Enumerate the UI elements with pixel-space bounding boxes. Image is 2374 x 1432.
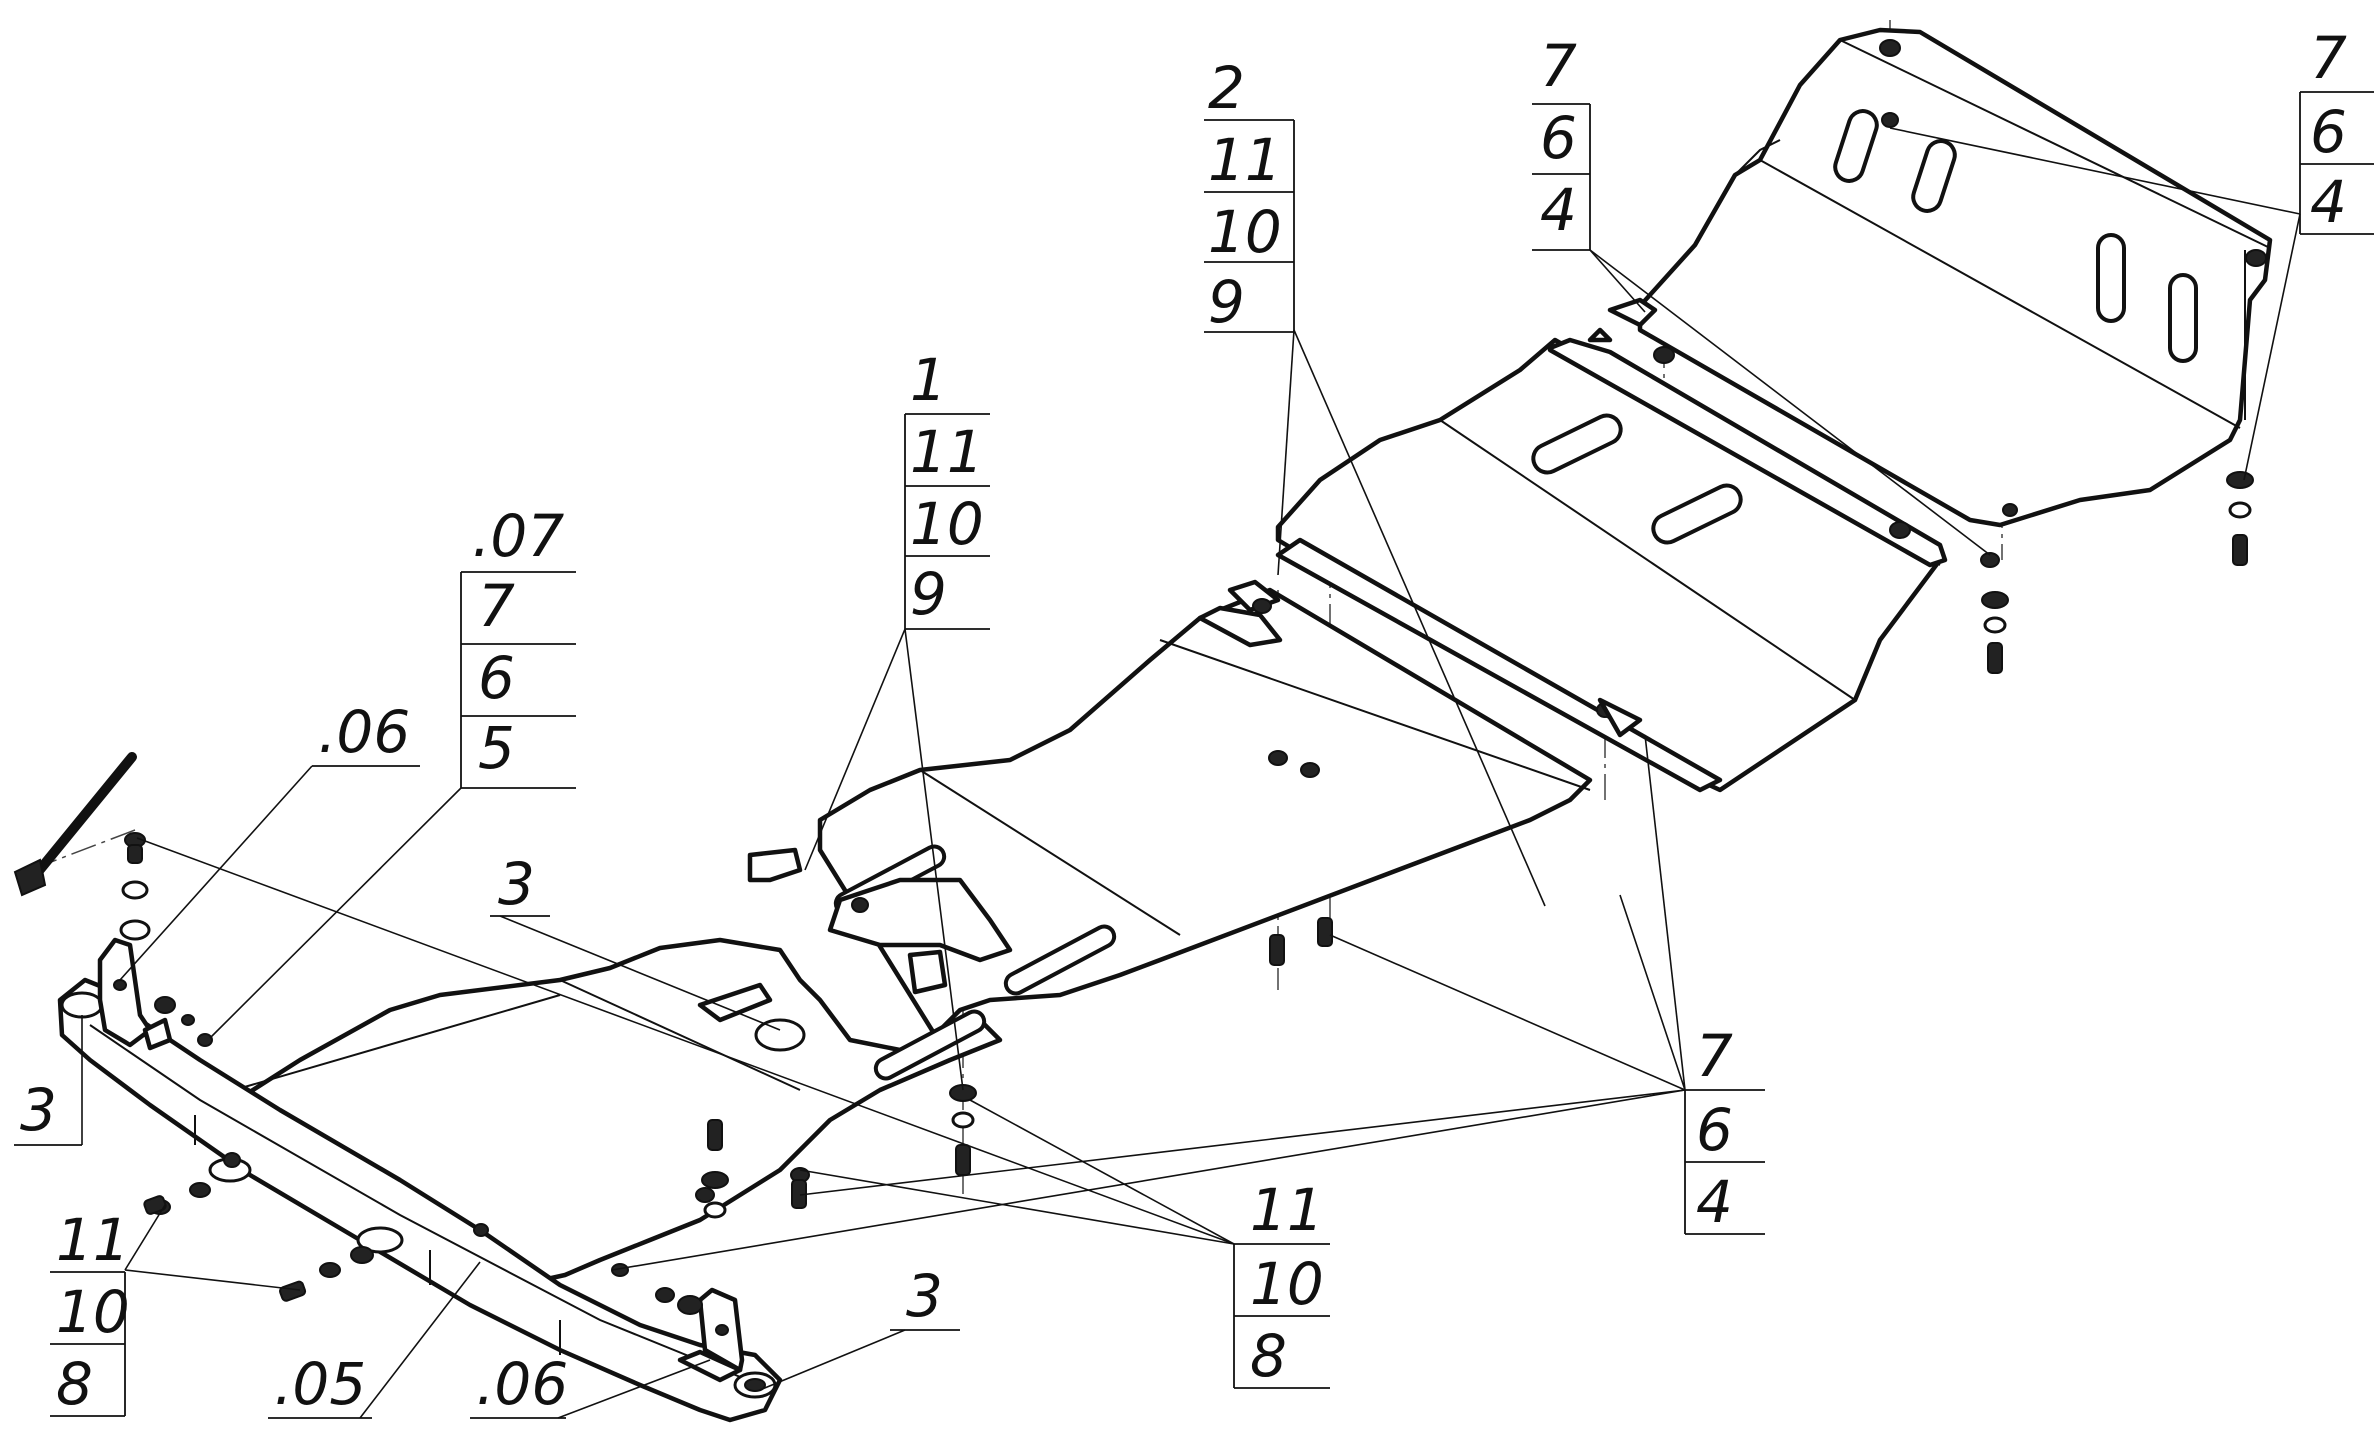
callout-text: 6 <box>1696 1096 1733 1164</box>
callout-text: 2 <box>1208 54 1245 122</box>
callout-07-7-6-5: .07 7 6 5 <box>460 502 576 789</box>
callout-05: .05 <box>268 1350 372 1419</box>
rear-skid-plate <box>1637 27 2273 566</box>
callout-text: 8 <box>1250 1322 1287 1390</box>
callout-11-10-8-left: 11 10 8 <box>50 1206 130 1418</box>
callout-text: 4 <box>2310 168 2347 236</box>
callout-text: 7 <box>2310 24 2347 92</box>
callout-3-right: 3 <box>890 1262 960 1331</box>
callout-text: 9 <box>1208 268 1245 336</box>
callout-text: 8 <box>56 1350 93 1418</box>
front-bumper-beam <box>57 977 783 1423</box>
callout-1-11-10-9: 1 11 10 9 <box>904 346 990 630</box>
callout-text: 9 <box>910 560 947 628</box>
middle-skid-plate <box>1275 297 2018 793</box>
callout-text: 3 <box>498 850 535 918</box>
callout-text: .06 <box>476 1350 568 1418</box>
left-bracket <box>97 937 173 1051</box>
callout-3-center: 3 <box>490 850 550 918</box>
callout-text: .05 <box>274 1350 366 1418</box>
right-bracket <box>677 1287 745 1383</box>
callout-text: 11 <box>56 1206 130 1274</box>
callout-text: 5 <box>478 714 515 782</box>
callout-7-6-4-middle: 7 6 4 <box>1684 1022 1765 1236</box>
callout-7-6-4-right: 7 6 4 <box>2299 24 2374 236</box>
left-hardware <box>119 832 729 1315</box>
callout-text: 11 <box>910 418 984 486</box>
callout-text: 11 <box>1208 126 1282 194</box>
callout-text: 10 <box>1208 198 1282 266</box>
callout-11-10-8-middle: 11 10 8 <box>1233 1176 1330 1390</box>
callout-text: 11 <box>1250 1176 1324 1244</box>
front-middle-skid-plate <box>747 579 1593 1176</box>
callout-text: 3 <box>906 1262 943 1330</box>
leader-lines <box>81 127 2301 1419</box>
callout-text: 7 <box>1696 1022 1733 1090</box>
callout-text: 6 <box>478 644 515 712</box>
callout-text: 4 <box>1696 1168 1733 1236</box>
callout-06-left: .06 <box>312 698 420 767</box>
callout-text: 7 <box>1540 32 1577 100</box>
callout-text: 6 <box>1540 104 1577 172</box>
callout-text: 4 <box>1540 176 1577 244</box>
callout-text: 1 <box>910 346 947 414</box>
callout-text: 10 <box>910 490 984 558</box>
callout-text: 3 <box>20 1076 57 1144</box>
callout-text: 6 <box>2310 98 2347 166</box>
callout-text: .06 <box>318 698 410 766</box>
callout-3-left: 3 <box>14 1076 82 1146</box>
callout-7-6-4-top: 7 6 4 <box>1532 32 1591 251</box>
callout-text: 10 <box>1250 1250 1324 1318</box>
callout-2-11-10-9: 2 11 10 9 <box>1204 54 1295 336</box>
callout-text: 7 <box>478 572 515 640</box>
callout-06-right: .06 <box>470 1350 568 1419</box>
long-bolt <box>13 752 137 897</box>
callout-text: 10 <box>56 1278 130 1346</box>
callout-text: .07 <box>472 502 564 570</box>
